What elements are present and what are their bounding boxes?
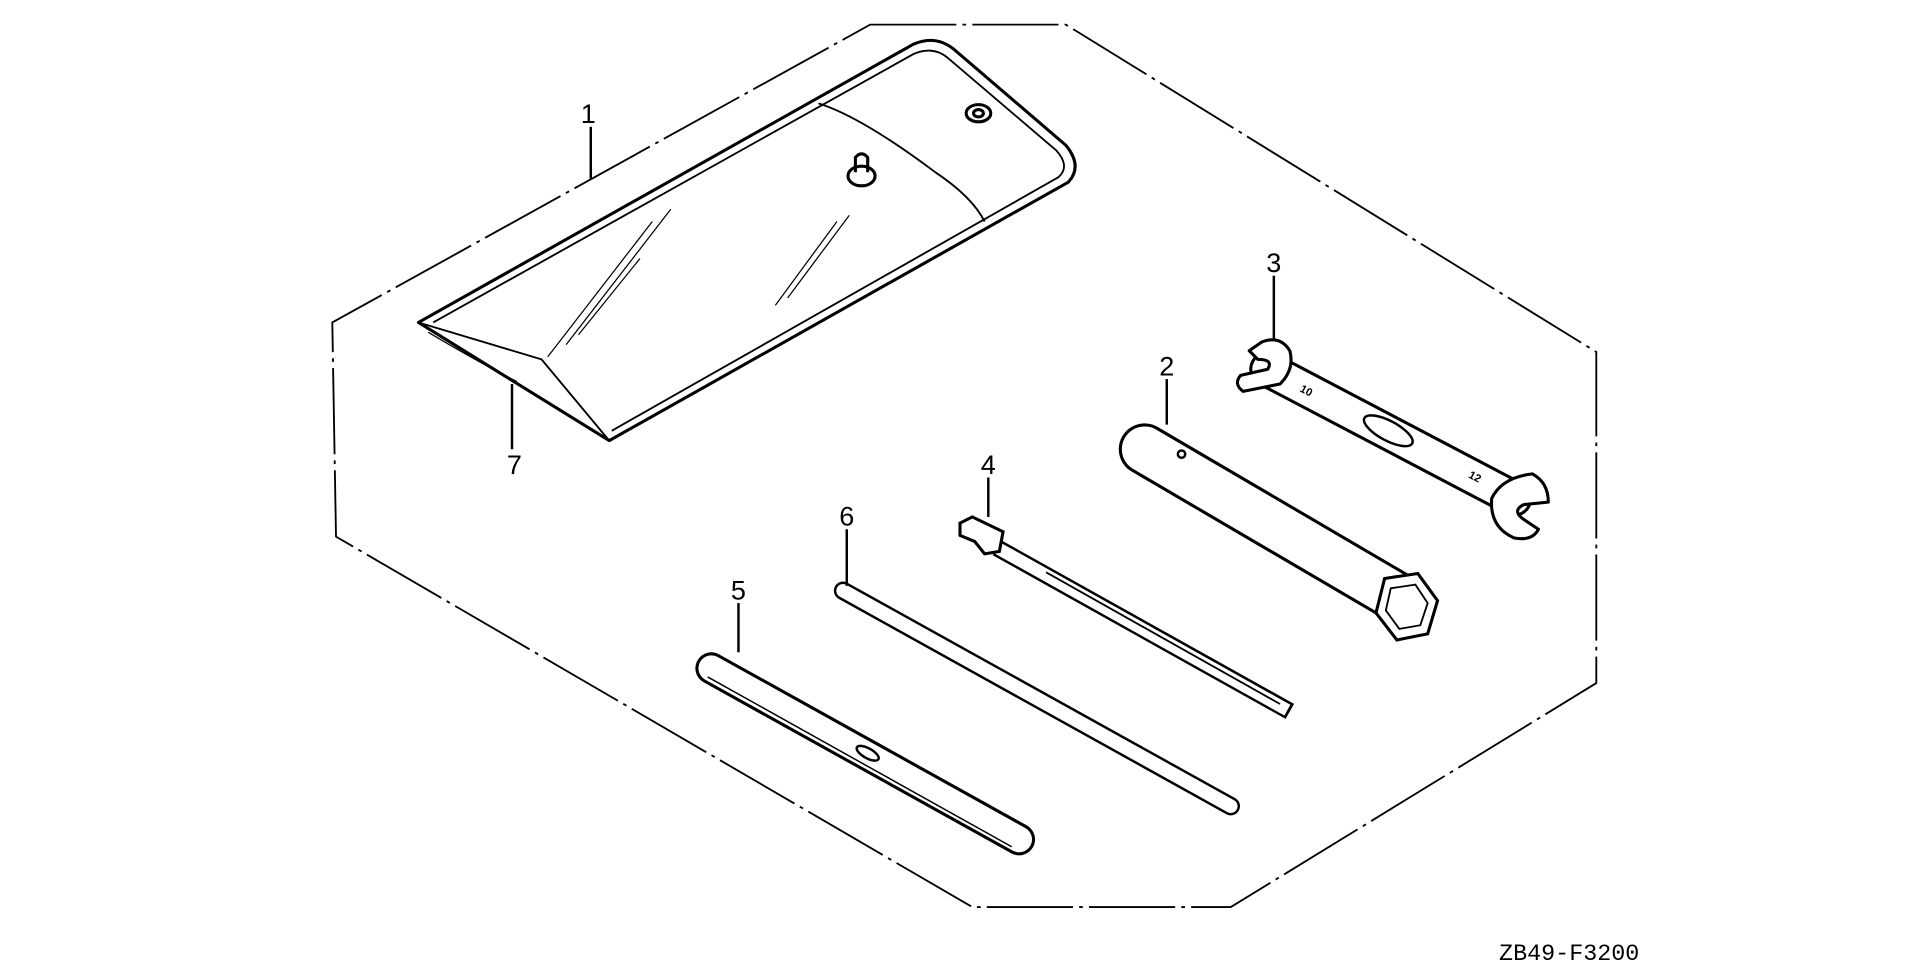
callout-3[interactable]: 3 [1266, 247, 1281, 278]
callout-5[interactable]: 5 [731, 574, 746, 605]
callout-1[interactable]: 1 [581, 98, 596, 129]
diagram-code: ZB49-F3200 [1499, 942, 1639, 960]
snap-icon [964, 103, 993, 124]
rod[interactable] [833, 581, 1241, 816]
lever-handle[interactable] [695, 652, 1036, 856]
group-boundary [331, 23, 1598, 908]
plug-wrench[interactable] [1118, 423, 1440, 642]
open-end-wrench[interactable]: 10 12 [1235, 338, 1550, 541]
callout-7[interactable]: 7 [507, 449, 522, 480]
leader-lines [510, 126, 1276, 653]
callout-2[interactable]: 2 [1159, 350, 1174, 381]
callout-6[interactable]: 6 [839, 501, 854, 532]
screwdriver[interactable] [958, 515, 1295, 719]
callout-4[interactable]: 4 [981, 449, 996, 480]
wrench-size-12: 12 [1466, 469, 1483, 485]
snap-button-icon [846, 164, 877, 188]
tool-bag[interactable] [416, 38, 1077, 443]
wrench-size-10: 10 [1298, 383, 1315, 399]
